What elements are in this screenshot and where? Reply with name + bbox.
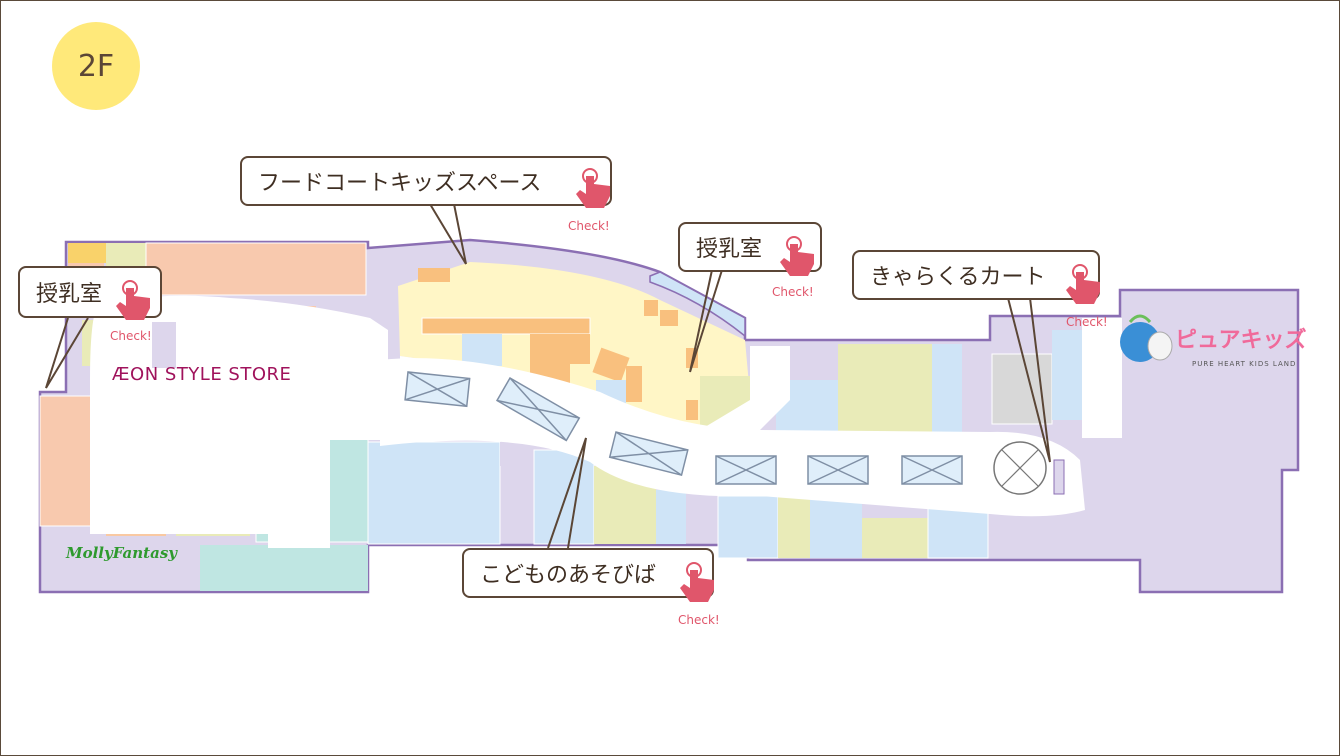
store-block	[656, 490, 686, 544]
store-block	[717, 495, 779, 559]
callout-label: こどものあそびば	[480, 563, 657, 588]
store-block	[418, 268, 450, 282]
pure-kids-logo: ピュアキッズ	[1175, 328, 1307, 353]
check-hand-icon[interactable]	[1065, 264, 1101, 305]
store-block	[838, 344, 932, 444]
walkway-right	[1082, 318, 1122, 438]
store-block	[200, 545, 368, 591]
check-label[interactable]: Check!	[678, 613, 720, 627]
store-block	[686, 400, 698, 420]
store-block	[68, 243, 106, 263]
callout-label: 授乳室	[36, 282, 103, 307]
check-hand-icon[interactable]	[679, 562, 715, 603]
store-block	[686, 496, 718, 526]
store-block	[810, 496, 862, 558]
store-block	[462, 334, 502, 366]
callout-label: きゃらくるカート	[870, 265, 1046, 290]
callout-label: 授乳室	[696, 237, 763, 262]
callout-kids-play-area[interactable]: こどものあそびば	[462, 548, 714, 598]
walkway-left	[90, 295, 388, 548]
store-block	[533, 449, 595, 545]
pure-kids-mascot-icon	[1120, 314, 1173, 362]
callout-food-court-kids-space[interactable]: フードコートキッズスペース	[240, 156, 612, 206]
molly-fantasy-logo: MollyFantasy	[66, 544, 177, 562]
store-block	[962, 344, 992, 444]
callout-character-cart[interactable]: きゃらくるカート	[852, 250, 1100, 300]
store-block	[778, 496, 810, 558]
balcony	[649, 271, 746, 338]
cart-station	[1053, 459, 1065, 495]
pure-kids-subtitle: PURE HEART KIDS LAND	[1192, 360, 1297, 368]
store-block	[145, 242, 367, 296]
check-label[interactable]: Check!	[1066, 315, 1108, 329]
store-block	[660, 310, 678, 326]
store-block	[367, 441, 501, 545]
circle-void	[993, 441, 1047, 495]
check-hand-icon[interactable]	[575, 168, 611, 209]
check-label[interactable]: Check!	[110, 329, 152, 343]
store-block	[500, 442, 534, 466]
store-block	[1052, 330, 1082, 420]
store-block	[39, 395, 93, 527]
void-markers	[404, 371, 963, 485]
store-block	[862, 518, 928, 558]
check-hand-icon[interactable]	[115, 280, 151, 321]
callout-label: フードコートキッズスペース	[258, 171, 542, 196]
callout-nursing-room-left[interactable]: 授乳室	[18, 266, 162, 318]
store-block	[626, 366, 642, 402]
store-block	[421, 317, 591, 335]
store-block	[932, 344, 962, 444]
check-hand-icon[interactable]	[779, 236, 815, 277]
store-block	[592, 347, 630, 383]
walkway-food	[400, 346, 790, 440]
store-block	[644, 300, 658, 316]
callout-pointers	[45, 203, 1051, 549]
aeon-style-store-label: ÆON STYLE STORE	[112, 364, 292, 385]
floor-badge: 2F	[52, 22, 140, 110]
store-block	[570, 334, 590, 364]
store-block	[786, 344, 836, 380]
check-label[interactable]: Check!	[772, 285, 814, 299]
check-label[interactable]: Check!	[568, 219, 610, 233]
